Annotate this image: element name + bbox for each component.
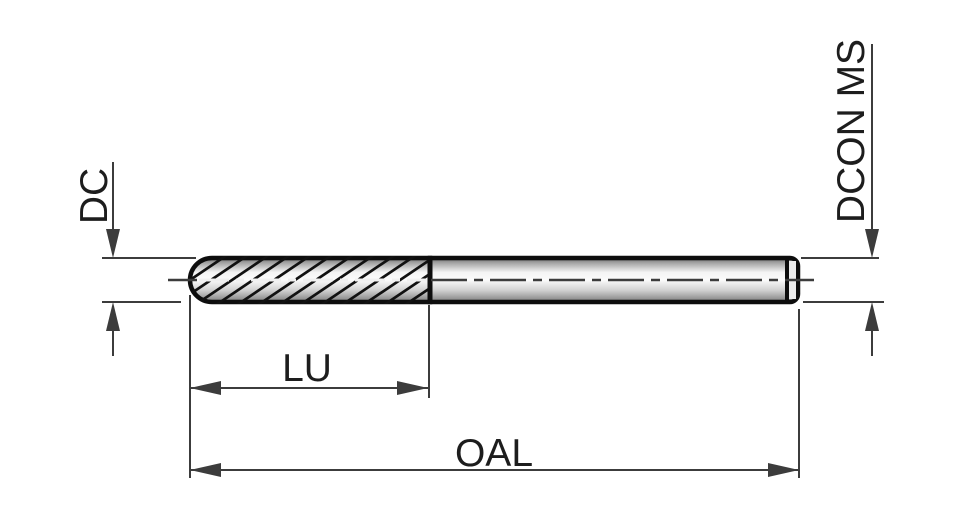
oal-arrow-left-icon	[190, 463, 221, 477]
hatch-line	[296, 256, 378, 304]
hatch-line	[191, 256, 273, 304]
dc-arrow-up-icon	[106, 302, 120, 331]
lu-arrow-right-icon	[397, 381, 428, 395]
tool-body	[187, 255, 801, 305]
oal-label: OAL	[455, 432, 533, 475]
lu-label: LU	[282, 347, 332, 390]
dcon-arrow-up-icon	[865, 302, 879, 331]
lu-arrow-left-icon	[190, 381, 221, 395]
dcon-ms-dimension: DCON MS	[801, 39, 884, 356]
oal-dimension: OAL	[190, 309, 800, 478]
dc-arrow-down-icon	[106, 229, 120, 258]
lu-dimension: LU	[189, 295, 430, 478]
dc-label: DC	[73, 168, 116, 224]
dcon-arrow-down-icon	[865, 229, 879, 258]
hatch-line	[401, 256, 430, 304]
dc-dimension: DC	[73, 162, 196, 356]
dcon-ms-label: DCON MS	[830, 39, 873, 223]
oal-arrow-right-icon	[768, 463, 799, 477]
